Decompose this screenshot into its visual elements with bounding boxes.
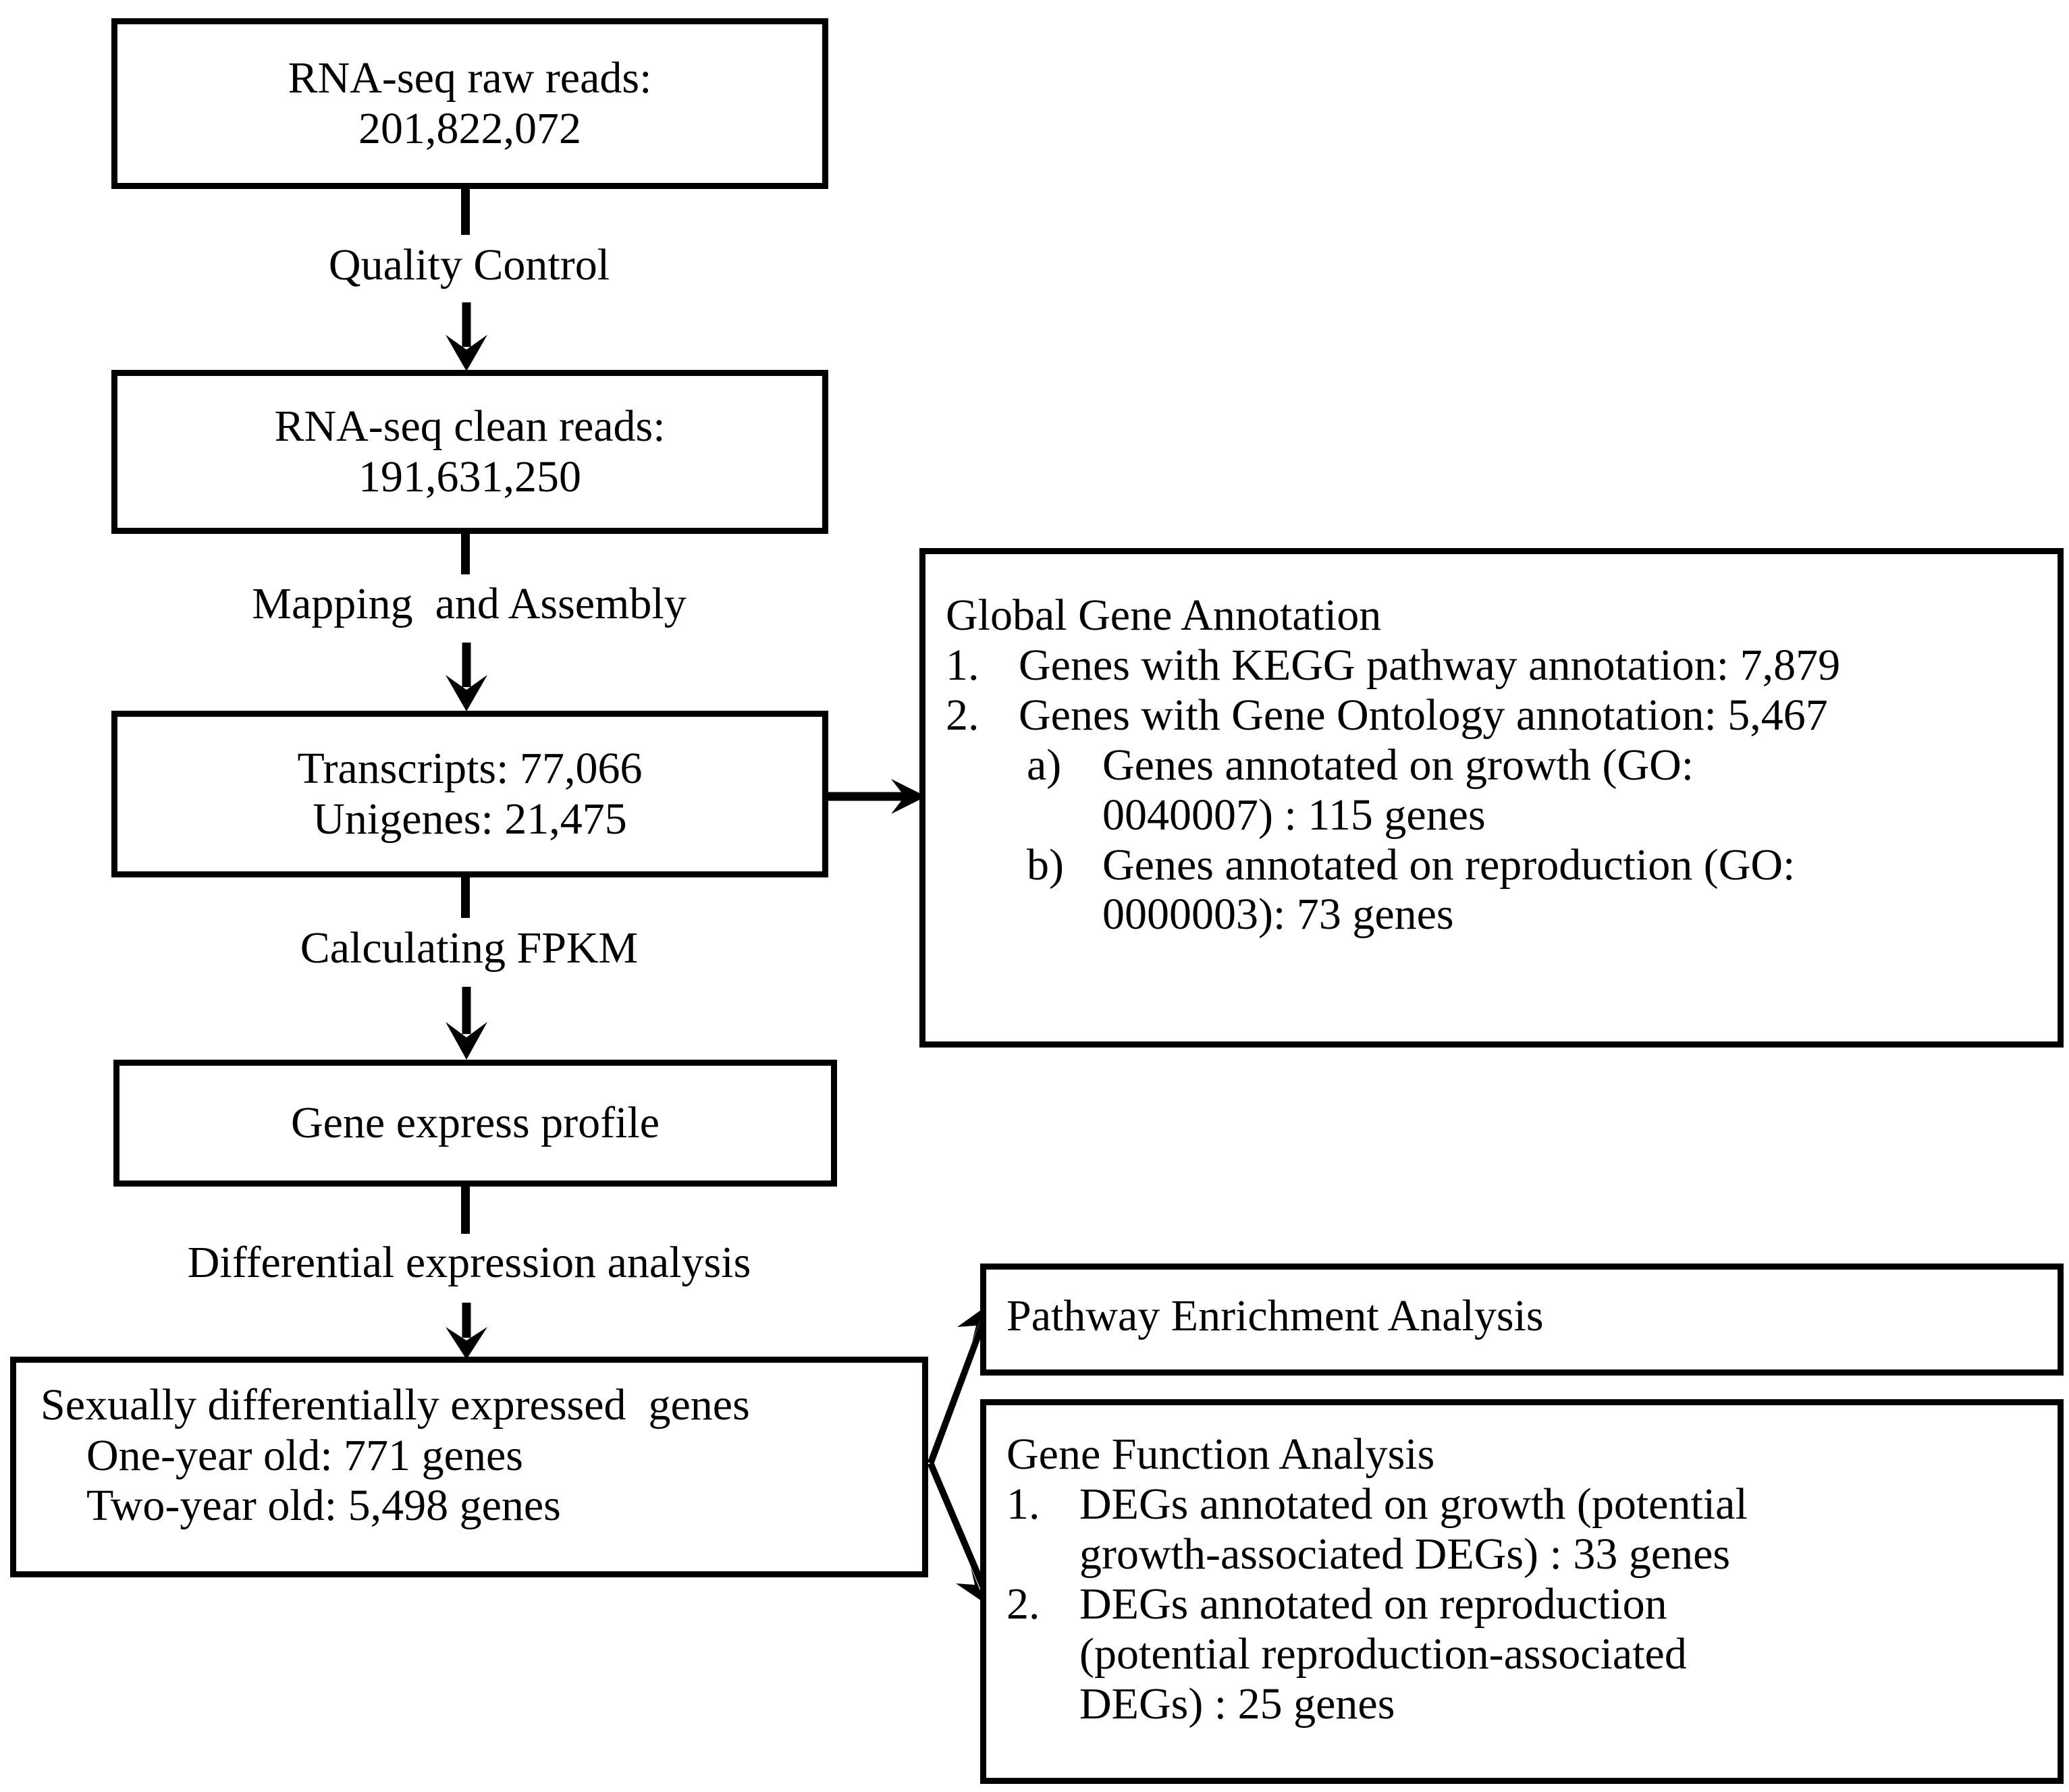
- edge-label-mapping-assembly: Mapping and Assembly: [252, 579, 687, 628]
- arrow-calculating-fpkm-icon: [446, 987, 487, 1060]
- panel-global-gene-annotation: Global Gene Annotation 1. Genes with KEG…: [919, 548, 2064, 1048]
- node-expression-profile: Gene express profile: [113, 1060, 837, 1187]
- panel-global-annotation-item-2: 2. Genes with Gene Ontology annotation: …: [946, 690, 1828, 740]
- edge-label-differential-expression: Differential expression analysis: [187, 1238, 751, 1287]
- panel-pathway-enrichment: Pathway Enrichment Analysis: [980, 1264, 2064, 1376]
- panel-gene-function-item-1: 1. DEGs annotated on growth (potential g…: [1006, 1479, 1748, 1579]
- connector-profile-to-deg: [461, 1187, 470, 1234]
- panel-global-annotation-item-1: 1. Genes with KEGG pathway annotation: 7…: [946, 641, 1840, 690]
- edge-label-calculating-fpkm: Calculating FPKM: [300, 923, 639, 973]
- node-deg-line2: One-year old: 771 genes: [86, 1430, 523, 1480]
- list-marker: 1.: [946, 640, 979, 690]
- connector-clean-to-mapping: [461, 534, 470, 574]
- list-marker: 2.: [946, 690, 979, 740]
- node-clean-reads: RNA-seq clean reads: 191,631,250: [111, 370, 828, 534]
- panel-gene-function-analysis: Gene Function Analysis 1. DEGs annotated…: [980, 1399, 2064, 1784]
- panel-global-annotation-subitem-a: a) Genes annotated on growth (GO: 004000…: [946, 740, 1694, 840]
- list-marker: 1.: [1006, 1479, 1040, 1529]
- node-assembly-line1: Transcripts: 77,066: [297, 743, 643, 793]
- list-marker: 2.: [1006, 1579, 1040, 1629]
- node-deg-line1: Sexually differentially expressed genes: [41, 1380, 750, 1430]
- arrow-differential-expression-icon: [446, 1303, 487, 1359]
- arrow-quality-control-icon: [446, 302, 487, 371]
- list-marker: a): [1027, 740, 1062, 790]
- node-clean-reads-line1: RNA-seq clean reads:: [274, 401, 666, 451]
- list-marker: b): [1027, 840, 1064, 890]
- list-text: Genes annotated on reproduction (GO: 000…: [1102, 840, 1796, 940]
- node-assembly-results: Transcripts: 77,066 Unigenes: 21,475: [111, 711, 828, 877]
- node-deg-summary: Sexually differentially expressed genes …: [10, 1357, 928, 1577]
- list-text: Genes with Gene Ontology annotation: 5,4…: [1019, 690, 1828, 740]
- list-text: Genes annotated on growth (GO: 0040007) …: [1102, 740, 1694, 840]
- panel-gene-function-item-2: 2. DEGs annotated on reproduction (poten…: [1006, 1579, 1687, 1729]
- list-text: DEGs annotated on reproduction (potentia…: [1079, 1579, 1687, 1729]
- node-clean-reads-line2: 191,631,250: [358, 452, 581, 501]
- node-assembly-line2: Unigenes: 21,475: [313, 794, 627, 844]
- connector-assembly-to-fpkm: [461, 877, 470, 918]
- node-raw-reads-line2: 201,822,072: [358, 103, 581, 153]
- connector-raw-to-quality: [461, 189, 470, 235]
- node-raw-reads-line1: RNA-seq raw reads:: [288, 53, 652, 103]
- panel-gene-function-title: Gene Function Analysis: [1006, 1430, 1435, 1479]
- node-raw-reads: RNA-seq raw reads: 201,822,072: [111, 18, 828, 189]
- panel-global-annotation-title: Global Gene Annotation: [946, 591, 1382, 640]
- arrow-assembly-to-annotation-icon: [825, 779, 926, 814]
- arrow-mapping-assembly-icon: [446, 643, 487, 711]
- list-text: DEGs annotated on growth (potential grow…: [1079, 1479, 1748, 1579]
- node-deg-line3: Two-year old: 5,498 genes: [86, 1481, 561, 1531]
- list-text: Genes with KEGG pathway annotation: 7,87…: [1019, 640, 1841, 690]
- edge-label-quality-control: Quality Control: [328, 240, 610, 290]
- arrow-deg-branch-icon: [928, 1307, 988, 1604]
- panel-global-annotation-subitem-b: b) Genes annotated on reproduction (GO: …: [946, 840, 1795, 940]
- panel-pathway-enrichment-title: Pathway Enrichment Analysis: [1006, 1291, 1544, 1340]
- node-expression-profile-line1: Gene express profile: [290, 1097, 660, 1147]
